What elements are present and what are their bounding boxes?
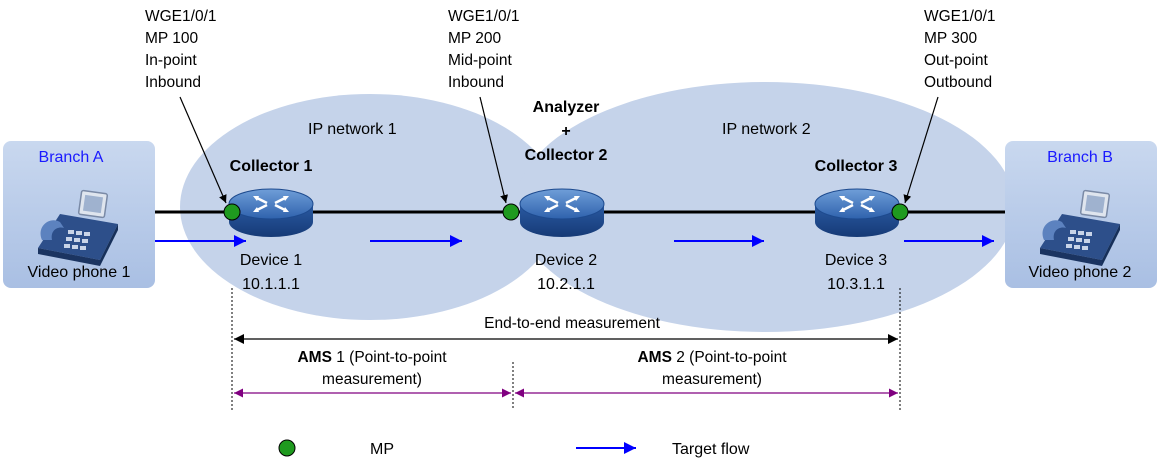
ams1-label-line2: measurement) <box>322 371 422 388</box>
ip-network-2-label: IP network 2 <box>722 121 811 138</box>
device-2-ip: 10.2.1.1 <box>537 276 595 293</box>
legend-mp-label: MP <box>370 441 394 458</box>
analyzer-plus: + <box>561 123 570 140</box>
analyzer-label: Analyzer <box>533 99 600 116</box>
branch-b-label: Branch B <box>1047 149 1113 166</box>
mp-dot-200 <box>502 203 520 221</box>
mp-100-label: WGE1/0/1 MP 100 In-point Inbound <box>145 8 221 91</box>
ip-network-1-cloud <box>180 94 560 320</box>
device-2-name: Device 2 <box>535 252 597 269</box>
legend-mp-dot <box>278 439 296 457</box>
mp-dot-300 <box>891 203 909 221</box>
router-icon <box>519 188 605 237</box>
ams2-label: AMS 2 (Point-to-point <box>637 349 787 366</box>
mp-300-pointer <box>903 96 939 204</box>
end-to-end-label: End-to-end measurement <box>484 315 660 332</box>
video-phone-icon <box>38 189 118 266</box>
collector-1-label: Collector 1 <box>230 158 313 175</box>
branch-a-device: Video phone 1 <box>28 264 131 281</box>
mp-200-pointer <box>479 96 508 204</box>
legend-flow-label: Target flow <box>672 441 750 458</box>
mp-100-pointer <box>179 96 227 204</box>
mp-dot-100 <box>223 203 241 221</box>
collector-2-label: Collector 2 <box>525 147 608 164</box>
device-3-name: Device 3 <box>825 252 887 269</box>
branch-a-label: Branch A <box>39 149 104 166</box>
device-3-ip: 10.3.1.1 <box>827 276 885 293</box>
ams1-label: AMS 1 (Point-to-point <box>297 349 447 366</box>
ip-network-1-label: IP network 1 <box>308 121 397 138</box>
device-1-name: Device 1 <box>240 252 302 269</box>
ams2-label-line2: measurement) <box>662 371 762 388</box>
collector-3-label: Collector 3 <box>815 158 898 175</box>
device-1-ip: 10.1.1.1 <box>242 276 300 293</box>
mp-200-label: WGE1/0/1 MP 200 Mid-point Inbound <box>448 8 524 91</box>
ip-network-2-cloud <box>515 82 1015 332</box>
branch-b-device: Video phone 2 <box>1029 264 1132 281</box>
router-icon <box>228 188 314 237</box>
video-phone-icon <box>1040 189 1120 266</box>
router-icon <box>814 188 900 237</box>
mp-300-label: WGE1/0/1 MP 300 Out-point Outbound <box>924 8 1000 91</box>
